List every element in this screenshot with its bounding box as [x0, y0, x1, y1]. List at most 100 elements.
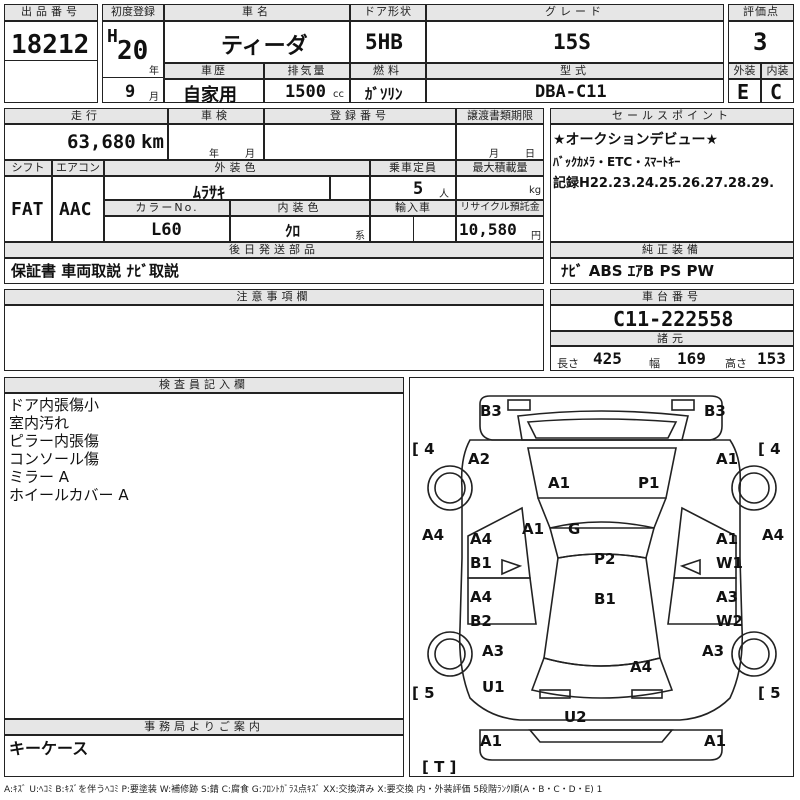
office-value: キーケース [9, 739, 89, 758]
grille-shape [528, 729, 674, 743]
later-parts-value: 保証書 車両取説 ﾅﾋﾞ取説 [11, 262, 179, 280]
recycle-cell: 10,580 円 [456, 216, 544, 242]
wheel-front-right-inner [738, 638, 770, 670]
mark-b3-left: B3 [480, 402, 502, 420]
sales-point-line-3: 記録H22.23.24.25.26.27.28.29. [553, 176, 775, 191]
mileage-header: 走行 [4, 108, 168, 124]
grade-header: グレード [426, 4, 724, 21]
import-divider [413, 217, 414, 241]
capacity-header: 乗車定員 [370, 160, 456, 176]
first-reg-cell: H 20 年 9 月 [102, 21, 164, 103]
mark-a3-left: A3 [482, 642, 504, 660]
dims-cell: 長さ 425 幅 169 高さ 153 [550, 346, 794, 371]
aircon-header: エアコン [52, 160, 104, 176]
mark-t5-left: [ 5 [412, 684, 435, 702]
mark-a4-bonnet: A4 [630, 658, 652, 676]
mark-t5-right: [ 5 [758, 684, 781, 702]
color-no-cell: L60 [104, 216, 230, 242]
mark-a2: A2 [468, 450, 490, 468]
first-reg-year: 20 [117, 36, 149, 66]
chassis-value: C11-222558 [613, 307, 734, 331]
mark-a1-rd: A1 [716, 530, 738, 548]
mark-p1: P1 [638, 474, 659, 492]
inspector-line-4: コンソール傷 [9, 450, 100, 468]
length-value: 425 [593, 349, 622, 368]
car-name-value: ティーダ [221, 34, 308, 59]
chassis-cell: C11-222558 [550, 305, 794, 331]
max-load-cell: kg [456, 176, 544, 200]
int-score-cell: C [761, 79, 794, 104]
inspector-line-6: ホイールカバー A [9, 486, 129, 504]
year-unit: 年 [149, 66, 159, 77]
inspector-line-1: ドア内張傷小 [9, 396, 100, 414]
legend-text: A:ｷｽﾞ U:ﾍｺﾐ B:ｷｽﾞを伴うﾍｺﾐ P:要塗装 W:補修跡 S:錆 … [4, 785, 603, 795]
import-cell [370, 216, 456, 242]
fuel-value: ｶﾞｿﾘﾝ [365, 85, 403, 103]
wheel-rear-left [427, 465, 473, 511]
model-cell: DBA-C11 [426, 79, 724, 103]
history-header: 車歴 [164, 63, 264, 79]
caution-header: 注意事項欄 [4, 289, 544, 305]
wheel-front-left [427, 631, 473, 677]
body-outline-shape [458, 439, 744, 721]
displacement-header: 排気量 [264, 63, 350, 79]
model-value: DBA-C11 [535, 82, 607, 102]
history-cell: 自家用 [164, 79, 264, 106]
car-name-cell: ティーダ [164, 21, 350, 63]
aircon-cell: AAC [52, 176, 104, 242]
shift-value: FAT [11, 199, 44, 220]
rear-window-shape [526, 418, 678, 439]
damage-map: B3 B3 [ 4 [ 4 A2 A1 A1 P1 A1 G A4 A4 A4 … [409, 377, 794, 777]
mark-u2: U2 [564, 708, 587, 726]
mark-t4-left: [ 4 [412, 440, 435, 458]
int-color-value: ｸﾛ [285, 222, 301, 240]
right-front-door-shape [667, 577, 737, 625]
sales-point-line-1: ★オークションデビュー★ [553, 132, 719, 148]
mark-a1-bottom-left: A1 [480, 732, 502, 750]
first-reg-era: H [107, 26, 118, 47]
inspection-header: 車検 [168, 108, 264, 124]
equipment-value: ﾅﾋﾞ ABS ｴｱB PS PW [561, 262, 715, 280]
displacement-unit: cc [333, 89, 344, 100]
ext-color-sub-cell [330, 176, 370, 200]
mark-b1-bottom: B1 [594, 590, 616, 608]
ext-score-header: 外装 [728, 63, 761, 79]
sales-point-cell: ★オークションデビュー★ ﾊﾞｯｸｶﾒﾗ・ETC・ｽﾏｰﾄｷｰ 記録H22.23… [550, 124, 794, 242]
mark-w2: W2 [716, 612, 743, 630]
mark-w1: W1 [716, 554, 743, 572]
mark-b1-fd: B1 [470, 554, 492, 572]
max-load-unit: kg [529, 185, 542, 196]
sales-point-header: セールスポイント [550, 108, 794, 124]
car-name-header: 車名 [164, 4, 350, 21]
displacement-value: 1500 [285, 82, 326, 102]
rear-bumper-shape [479, 395, 723, 441]
mark-b3-right: B3 [704, 402, 726, 420]
door-value: 5HB [365, 30, 403, 54]
fuel-header: 燃料 [350, 63, 426, 79]
first-reg-header: 初度登録 [102, 4, 164, 21]
dims-header: 諸元 [550, 331, 794, 346]
hood-shape [543, 553, 661, 667]
inspector-header: 検査員記入欄 [4, 377, 404, 393]
mark-a3-rdr: A3 [716, 588, 738, 606]
score-value: 3 [753, 28, 768, 56]
cabin-shape [537, 497, 667, 529]
chassis-header: 車台番号 [550, 289, 794, 305]
front-bumper-shape [479, 729, 723, 761]
office-cell: キーケース [4, 735, 404, 777]
grade-cell: 15S [426, 21, 724, 63]
int-score-header: 内装 [761, 63, 794, 79]
wheel-rear-left-inner [434, 472, 466, 504]
mirror-left-shape [501, 558, 523, 576]
mark-p2: P2 [594, 550, 615, 568]
shift-header: シフト [4, 160, 52, 176]
shift-cell: FAT [4, 176, 52, 242]
rear-hatch-shape [517, 410, 689, 441]
transfer-month-unit: 月 [489, 149, 499, 160]
left-front-door-shape [467, 577, 537, 625]
ext-score-value: E [737, 80, 750, 104]
mark-t4-right: [ 4 [758, 440, 781, 458]
capacity-unit: 人 [439, 189, 449, 200]
door-header: ドア形状 [350, 4, 426, 21]
mark-a1-roof: A1 [548, 474, 570, 492]
